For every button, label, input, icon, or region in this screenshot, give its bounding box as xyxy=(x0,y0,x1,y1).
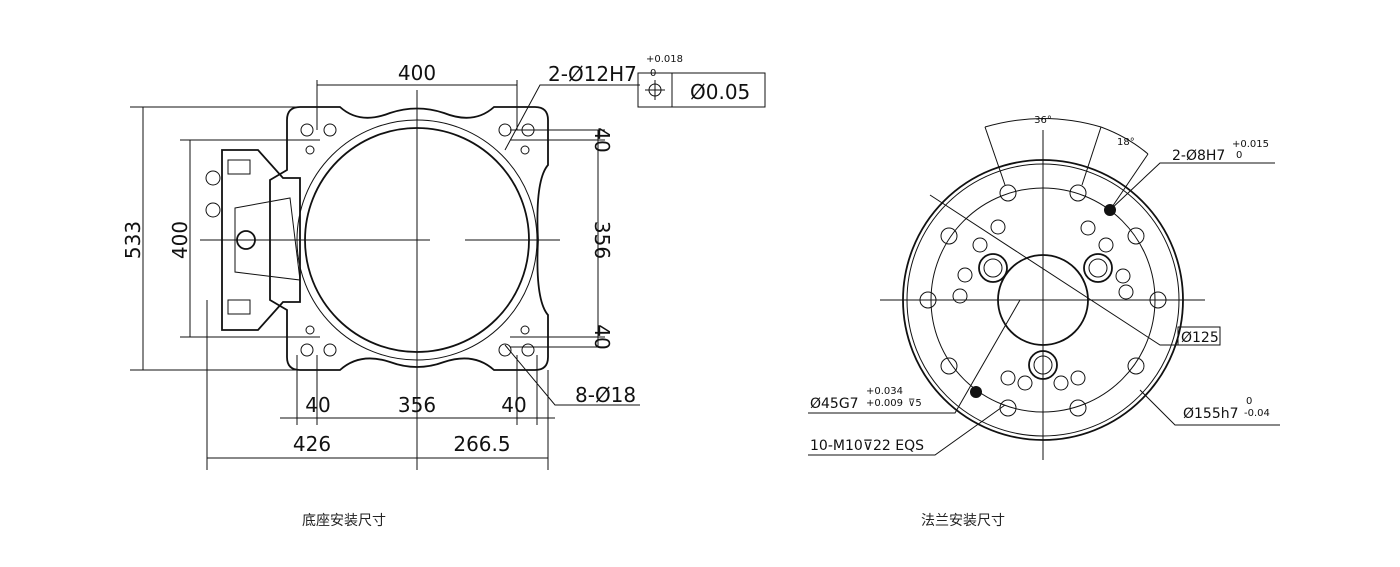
base-caption: 底座安装尺寸 xyxy=(302,513,386,529)
connector-port xyxy=(205,170,221,186)
callout-d155: Ø155h7 xyxy=(1183,406,1239,422)
connector-housing xyxy=(221,149,301,331)
dim-left-400: 400 xyxy=(168,221,192,259)
dim-top-400: 400 xyxy=(398,61,436,85)
d125-frame xyxy=(1177,326,1221,346)
callout-thread: 10-M10⊽22 EQS xyxy=(810,438,924,454)
flange-inner-holes xyxy=(952,219,1134,391)
dowel-pin-mark xyxy=(970,386,982,398)
dim-right-40-top: 40 xyxy=(590,127,614,152)
flange-pin-tol-lower: 0 xyxy=(1236,150,1242,161)
flange-caption: 法兰安装尺寸 xyxy=(921,513,1005,529)
dim-right-40-bottom: 40 xyxy=(590,324,614,349)
connector-port xyxy=(227,299,251,315)
position-tolerance-frame xyxy=(637,72,766,108)
d155-tol-upper: 0 xyxy=(1246,396,1252,407)
dim-bottom-40-right: 40 xyxy=(501,393,526,417)
base-plate-outline xyxy=(269,106,549,371)
dim-bottom-40-left: 40 xyxy=(305,393,330,417)
dim-266-5: 266.5 xyxy=(453,432,510,456)
dim-right-356: 356 xyxy=(590,221,614,259)
pin-tol-upper: +0.018 xyxy=(646,54,683,65)
base-dimensions xyxy=(130,80,640,470)
callout-d125: Ø125 xyxy=(1181,330,1219,346)
flange-drawing: 36° 18° 2-Ø8H7 +0.015 0 Ø125 Ø45G7 +0.03… xyxy=(808,115,1280,460)
d45-depth: ⊽5 xyxy=(908,398,922,409)
cable-bracket xyxy=(234,197,301,281)
dim-426: 426 xyxy=(293,432,331,456)
d45-tol-upper: +0.034 xyxy=(866,386,903,397)
callout-d45: Ø45G7 xyxy=(810,396,859,412)
angle-36: 36° xyxy=(1034,115,1052,126)
dim-533: 533 xyxy=(121,221,145,259)
flange-pin-tol-upper: +0.015 xyxy=(1232,139,1269,150)
connector-port xyxy=(227,159,251,175)
connector-port xyxy=(205,202,221,218)
angle-18: 18° xyxy=(1117,137,1135,148)
callout-flange-pin: 2-Ø8H7 xyxy=(1172,148,1225,164)
angle-arc-36 xyxy=(984,118,1102,128)
dim-bottom-356: 356 xyxy=(398,393,436,417)
d45-tol-lower: +0.009 xyxy=(866,398,903,409)
base-drawing: 400 533 400 356 40 40 40 356 40 426 266.… xyxy=(121,54,766,470)
callout-mount-holes: 8-Ø18 xyxy=(575,383,636,407)
callout-pin-holes: 2-Ø12H7 xyxy=(548,62,637,86)
angle-arc-18 xyxy=(1100,126,1149,155)
position-tolerance-value: Ø0.05 xyxy=(690,80,750,104)
d155-tol-lower: -0.04 xyxy=(1244,408,1270,419)
